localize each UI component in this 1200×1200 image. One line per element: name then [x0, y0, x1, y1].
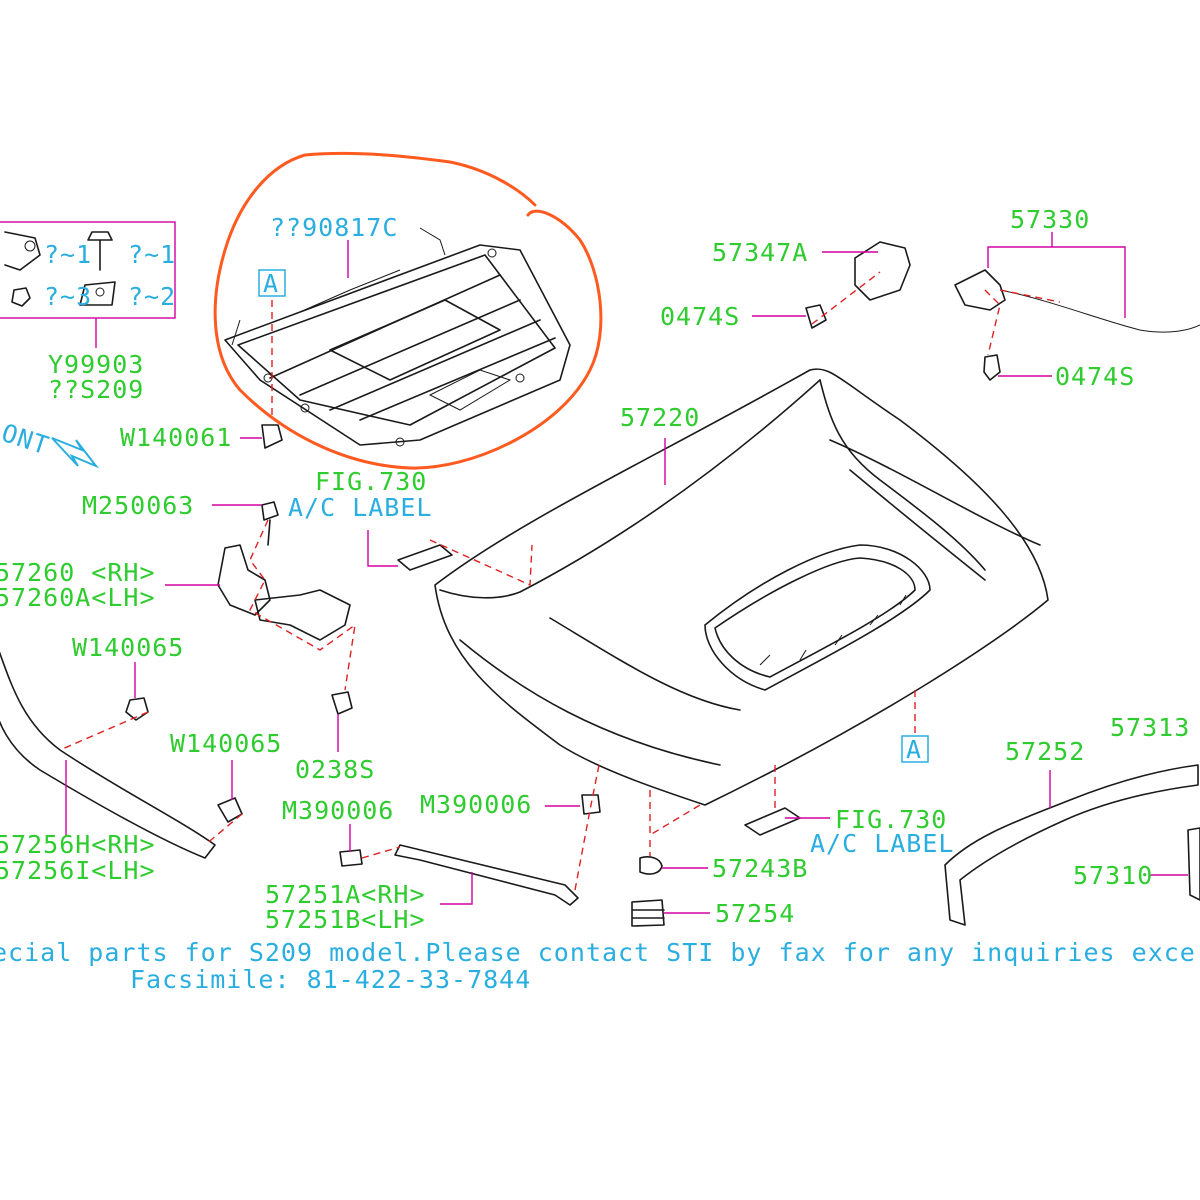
label-57251b: 57251B<LH>: [265, 905, 426, 934]
label-aclabel-b: A/C LABEL: [810, 829, 954, 858]
clip-w140061-drawing: [261, 424, 283, 449]
dashed-links: [59, 271, 1061, 891]
hood-strut-drawing: [394, 844, 579, 906]
label-front: ONT: [0, 418, 53, 460]
label-57313: 57313: [1110, 713, 1190, 742]
label-57252: 57252: [1005, 737, 1085, 766]
label-57260: 57260 <RH>: [0, 558, 156, 587]
label-57254: 57254: [715, 899, 795, 928]
footer-fax: Facsimile: 81-422-33-7844: [130, 965, 531, 994]
ref-box-a-top: [258, 269, 286, 297]
label-0238s: 0238S: [295, 755, 375, 784]
label-m250063: M250063: [82, 491, 194, 520]
label-57256i: 57256I<LH>: [0, 856, 156, 885]
kit-label-1a: ?~1: [44, 240, 92, 269]
label-57256h: 57256H<RH>: [0, 830, 156, 859]
label-w140065-a: W140065: [72, 633, 184, 662]
weatherstrip-left-drawing: [0, 651, 216, 859]
label-w140061: W140061: [120, 423, 232, 452]
label-57260a: 57260A<LH>: [0, 583, 156, 612]
leader-lines: [65, 232, 1188, 914]
ref-a-bottom: A: [906, 735, 922, 764]
clip-w140065-b-drawing: [217, 797, 243, 823]
label-57347a: 57347A: [712, 238, 808, 267]
label-0474s-a: 0474S: [660, 302, 740, 331]
label-57251a: 57251A<RH>: [265, 880, 426, 909]
fastener-kit-box: [0, 221, 176, 348]
label-fig730-a: FIG.730: [315, 467, 427, 496]
kit-label-1b: ?~1: [128, 240, 176, 269]
label-fig730-b: FIG.730: [835, 805, 947, 834]
label-aclabel-a: A/C LABEL: [288, 493, 432, 522]
hood-bracket-drawing: [805, 241, 911, 329]
label-57220: 57220: [620, 403, 700, 432]
bumper-drawing: [631, 899, 665, 927]
kit-label-3: ?~3: [44, 282, 92, 311]
ac-label-plate-top: [397, 544, 453, 571]
nut-0238s-drawing: [331, 691, 353, 715]
weatherstrip-right-drawing: [944, 764, 1199, 926]
bolt-m390006-a-drawing: [339, 849, 363, 867]
label-m390006-a: M390006: [282, 796, 394, 825]
front-arrow-icon: [51, 437, 100, 469]
label-0474s-b: 0474S: [1055, 362, 1135, 391]
ref-a-top: A: [263, 269, 279, 298]
cushion-drawing: [639, 856, 663, 875]
part-57310-drawing: [1187, 827, 1200, 901]
highlight-circle: [213, 151, 603, 470]
clip-w140065-a-drawing: [125, 697, 149, 721]
ref-box-a-bottom: [901, 735, 929, 763]
label-57330: 57330: [1010, 205, 1090, 234]
label-s209: ??S209: [48, 375, 144, 404]
label-w140065-b: W140065: [170, 729, 282, 758]
label-57243b: 57243B: [712, 854, 808, 883]
label-y99903: Y99903: [48, 350, 144, 379]
hood-panel-drawing: [434, 368, 1049, 806]
hood-hinge-drawing: [217, 501, 351, 641]
latch-drawing: [954, 269, 1200, 381]
label-m390006-b: M390006: [420, 790, 532, 819]
ac-label-plate-bottom: [744, 807, 801, 836]
label-57310: 57310: [1073, 861, 1153, 890]
kit-label-2: ?~2: [128, 282, 176, 311]
label-90817c: ??90817C: [270, 213, 398, 242]
hood-insulator-drawing: [224, 227, 571, 447]
footer-notice: ecial parts for S209 model.Please contac…: [0, 938, 1196, 967]
